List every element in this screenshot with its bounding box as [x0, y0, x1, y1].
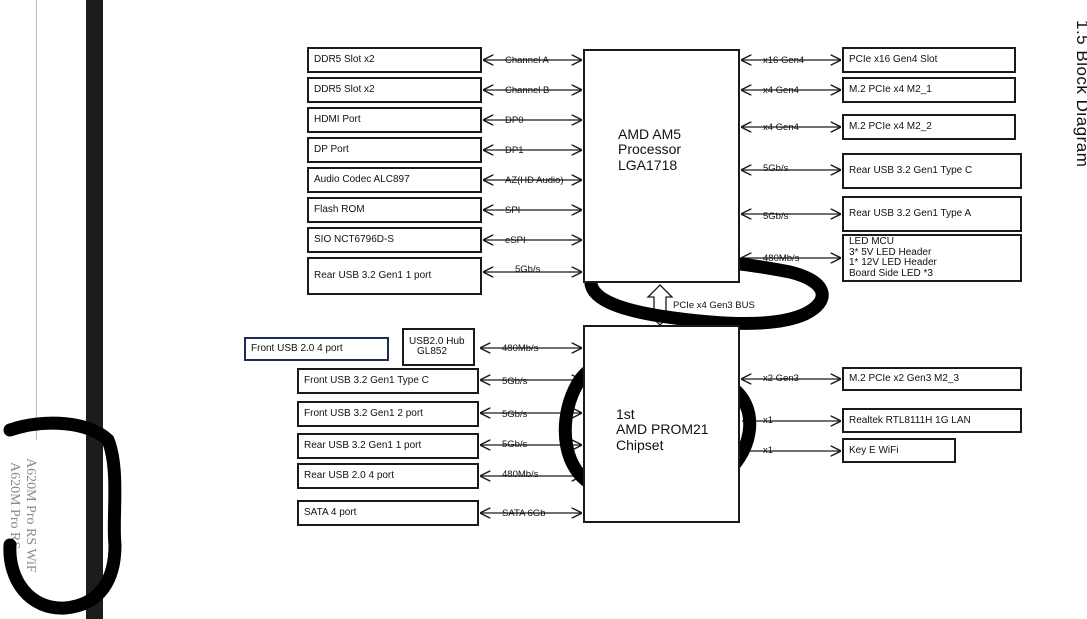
link-channel-a: Channel A	[505, 55, 549, 66]
device-front-usb-type-c: Front USB 3.2 Gen1 Type C	[297, 368, 479, 394]
link-led-mcu: 480Mb/s	[763, 253, 800, 264]
cpu-label: AMD AM5 Processor LGA1718	[618, 126, 682, 173]
device-m2-1: M.2 PCIe x4 M2_1	[842, 77, 1016, 103]
device-usb-hub: USB2.0 Hub GL852	[402, 328, 475, 366]
led-mcu-line4: Board Side LED *3	[849, 267, 933, 279]
chipset-line3: Chipset	[616, 436, 664, 453]
link-rear-usb-chipset: 5Gb/s	[502, 439, 528, 450]
link-front-type-c: 5Gb/s	[502, 376, 528, 387]
bus-label: PCIe x4 Gen3 BUS	[673, 300, 755, 311]
device-m2-2: M.2 PCIe x4 M2_2	[842, 114, 1016, 140]
link-x16-gen4: x16 Gen4	[763, 55, 805, 66]
device-rear-usb-type-c: Rear USB 3.2 Gen1 Type C	[842, 153, 1022, 189]
link-x2-gen3: x2 Gen3	[763, 373, 799, 384]
model-name-2: A620M Pro RS	[7, 462, 22, 550]
led-mcu-line3: 1* 12V LED Header	[849, 257, 937, 268]
cpu-block	[583, 49, 740, 283]
device-ddr5-a: DDR5 Slot x2	[307, 47, 482, 73]
device-dp: DP Port	[307, 137, 482, 163]
led-mcu-line2: 3* 5V LED Header	[849, 246, 932, 258]
link-espi: eSPI	[505, 235, 526, 246]
device-flash-rom: Flash ROM	[307, 197, 482, 223]
usb-hub-line2: GL852	[417, 346, 448, 357]
device-m2-3: M.2 PCIe x2 Gen3 M2_3	[842, 367, 1022, 391]
device-audio-codec: Audio Codec ALC897	[307, 167, 482, 193]
link-usb-type-a: 5Gb/s	[763, 211, 789, 222]
chipset-block	[583, 325, 740, 523]
chipset-line1: 1st	[616, 406, 635, 422]
link-channel-b: Channel B	[505, 85, 550, 96]
device-rear-usb-chipset: Rear USB 3.2 Gen1 1 port	[297, 433, 479, 459]
link-dp0: DP0	[505, 115, 524, 126]
cpu-socket: LGA1718	[618, 156, 678, 173]
link-az: AZ(HD Audio)	[505, 175, 564, 186]
model-name-1: A620M Pro RS WiF	[23, 458, 38, 573]
page-binding-bar	[86, 0, 103, 619]
chipset-line2: AMD PROM21	[616, 421, 709, 438]
link-dp1: DP1	[505, 145, 524, 156]
device-sio: SIO NCT6796D-S	[307, 227, 482, 253]
device-wifi: Key E WiFi	[842, 438, 956, 463]
link-rear-usb-cpu: 5Gb/s	[515, 264, 541, 275]
device-pcie-x16: PCIe x16 Gen4 Slot	[842, 47, 1016, 73]
usb-hub-line1: USB2.0 Hub	[409, 335, 465, 347]
device-sata: SATA 4 port	[297, 500, 479, 526]
cpu-name: AMD AM5	[618, 126, 682, 142]
device-ddr5-b: DDR5 Slot x2	[307, 77, 482, 103]
device-hdmi: HDMI Port	[307, 107, 482, 133]
link-spi: SPI	[505, 205, 521, 216]
led-mcu-line1: LED MCU	[849, 236, 895, 247]
device-rear-usb-type-a: Rear USB 3.2 Gen1 Type A	[842, 196, 1022, 232]
device-rear-usb-cpu: Rear USB 3.2 Gen1 1 port	[307, 257, 482, 295]
page-margin-line	[36, 0, 37, 440]
device-lan: Realtek RTL8111H 1G LAN	[842, 408, 1022, 433]
link-x4-gen4-1: x4 Gen4	[763, 85, 799, 96]
device-led-mcu: LED MCU 3* 5V LED Header 1* 12V LED Head…	[842, 234, 1022, 282]
link-lan: x1	[763, 415, 774, 426]
marker-circle-model	[3, 416, 122, 615]
link-usb-type-c: 5Gb/s	[763, 163, 789, 174]
link-wifi: x1	[763, 445, 774, 456]
link-front-2port: 5Gb/s	[502, 409, 528, 420]
link-sata: SATA 6Gb	[502, 508, 546, 519]
device-rear-usb2: Rear USB 2.0 4 port	[297, 463, 479, 489]
link-rear-usb2: 480Mb/s	[502, 469, 539, 480]
link-x4-gen4-2: x4 Gen4	[763, 122, 799, 133]
chipset-label: 1st AMD PROM21 Chipset	[616, 406, 709, 453]
link-hub: 480Mb/s	[502, 343, 539, 354]
device-front-usb2: Front USB 2.0 4 port	[244, 337, 389, 361]
page-title: 1.5 Block Diagram	[1073, 20, 1087, 168]
cpu-type: Processor	[618, 141, 682, 158]
device-front-usb-2port: Front USB 3.2 Gen1 2 port	[297, 401, 479, 427]
